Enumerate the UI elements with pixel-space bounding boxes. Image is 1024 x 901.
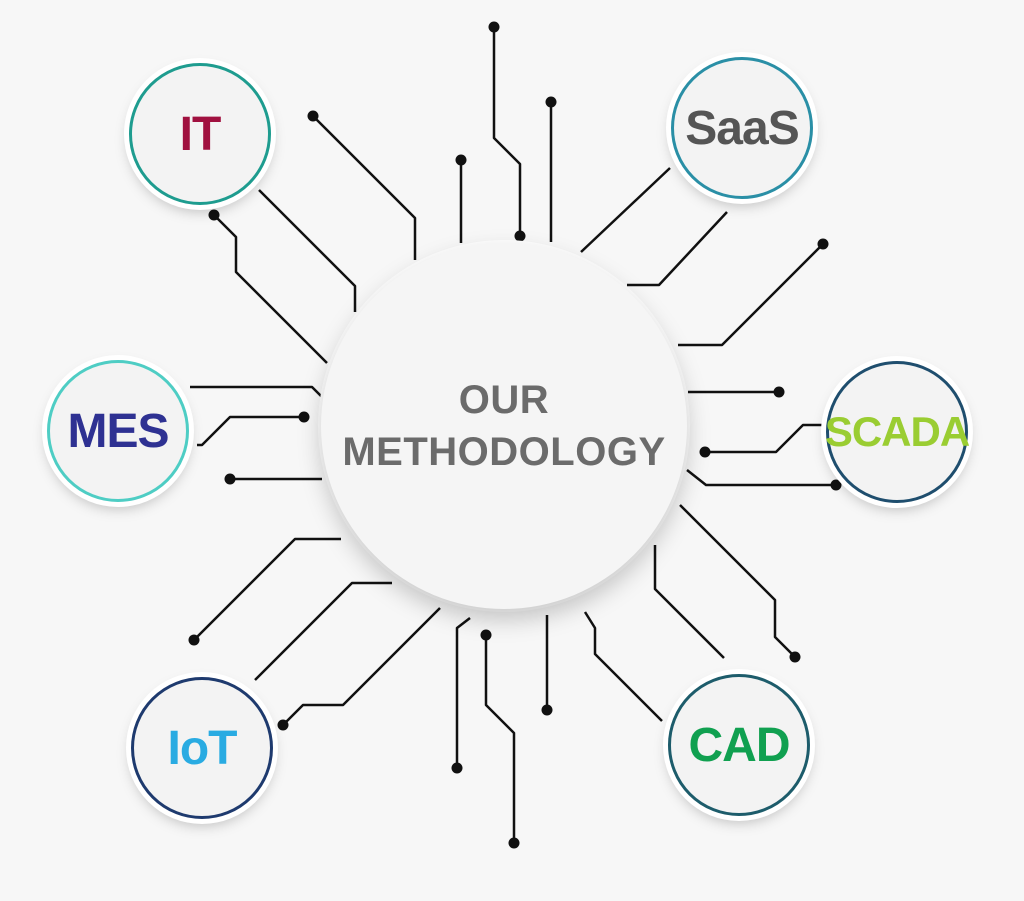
node-saas-label: SaaS (685, 101, 799, 155)
circuit-wire-8 (627, 211, 728, 287)
circuit-wire-11 (705, 423, 826, 454)
circuit-wire-5 (258, 189, 357, 312)
wire-terminal-dot-7 (817, 238, 829, 250)
node-scada-label: SCADA (824, 408, 970, 455)
circuit-wire-18 (455, 617, 471, 768)
wire-terminal-dot-3 (455, 154, 467, 166)
circuit-wire-1 (492, 27, 522, 236)
methodology-hub: OUR METHODOLOGY (321, 243, 687, 609)
node-it-label: IT (179, 107, 222, 161)
circuit-wire-23 (197, 415, 304, 447)
node-cad: CAD (668, 674, 810, 816)
circuit-wire-21 (193, 537, 341, 641)
wire-terminal-dot-15 (451, 762, 463, 774)
wire-terminal-dot-11 (789, 651, 801, 663)
wire-terminal-dot-5 (208, 209, 220, 221)
wire-terminal-dot-4 (307, 110, 319, 122)
node-mes-label: MES (67, 404, 169, 458)
circuit-wire-6 (213, 214, 328, 364)
hub-title-line-1: OUR (458, 378, 550, 422)
circuit-wire-4 (312, 115, 417, 260)
node-scada: SCADA (824, 361, 970, 503)
node-iot: IoT (131, 677, 273, 819)
hub-title-line-2: METHODOLOGY (342, 430, 666, 474)
wire-terminal-dot-17 (188, 634, 200, 646)
wire-terminal-dot-1 (488, 21, 500, 33)
wire-terminal-dot-12 (541, 704, 553, 716)
circuit-wire-7 (580, 167, 671, 253)
node-saas: SaaS (671, 57, 813, 199)
node-mes: MES (47, 360, 189, 502)
circuit-wire-24 (190, 385, 323, 398)
node-cad-label: CAD (688, 718, 791, 772)
circuit-wire-19 (282, 607, 441, 726)
circuit-wire-13 (679, 504, 796, 658)
wire-terminal-dot-13 (508, 837, 520, 849)
circuit-wire-9 (678, 243, 824, 347)
circuit-wire-15 (583, 611, 663, 722)
wire-terminal-dot-18 (224, 473, 236, 485)
wire-terminal-dot-10 (830, 479, 842, 491)
node-it: IT (129, 63, 271, 205)
wire-terminal-dot-2 (545, 96, 557, 108)
circuit-wire-14 (653, 545, 725, 659)
wire-terminal-dot-16 (277, 719, 289, 731)
circuit-wire-20 (254, 581, 392, 681)
wire-terminal-dot-9 (699, 446, 711, 458)
wire-terminal-dot-19 (298, 411, 310, 423)
circuit-wire-17 (484, 635, 516, 843)
circuit-wire-12 (686, 469, 836, 487)
wire-terminal-dot-8 (773, 386, 785, 398)
wire-terminal-dot-14 (480, 629, 492, 641)
wire-terminal-dot-6 (514, 230, 526, 242)
node-iot-label: IoT (167, 721, 238, 775)
